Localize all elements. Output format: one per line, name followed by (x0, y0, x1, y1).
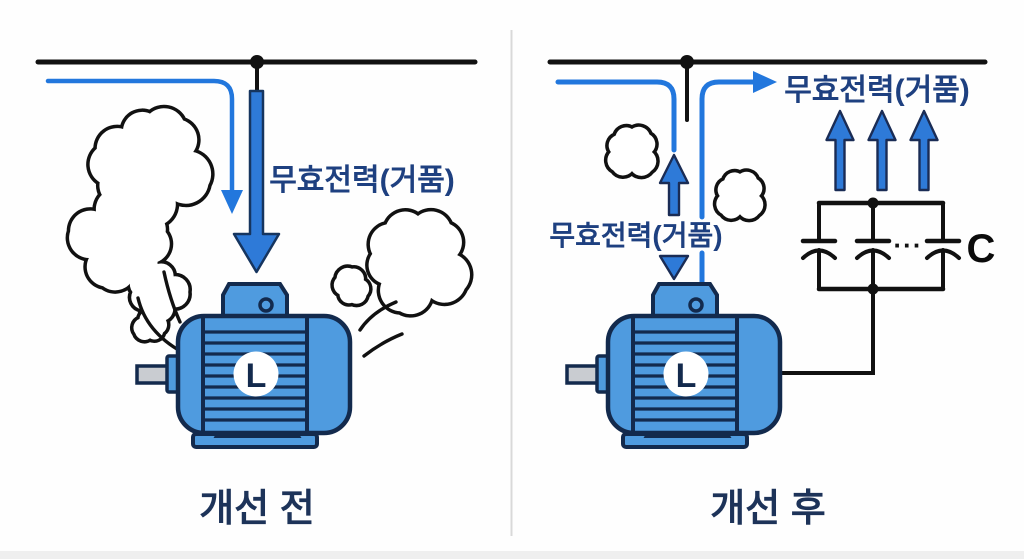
cloud-puff-fill (716, 171, 764, 219)
motor-return-line-upper (699, 79, 756, 220)
cloud-puff-fill (333, 267, 370, 304)
reactive-power-mid-label: 무효전력(거품) (549, 220, 722, 251)
bottom-edge-strip (0, 551, 1024, 559)
reactive-power-label: 무효전력(거품) (269, 164, 455, 197)
capacitor-ellipsis: ··· (894, 230, 923, 260)
reactive-power-down-arrow-icon (232, 89, 281, 274)
motor-nameplate-circle (663, 351, 709, 397)
grid-reactive-line (555, 79, 677, 153)
capacitor-to-motor-wire (780, 290, 875, 375)
reactive-up-arrow-icon (658, 153, 690, 217)
cloud-puff-fill (607, 126, 657, 176)
capacitor-letter: C (967, 227, 996, 271)
capacitor-bank: ··· C (800, 197, 996, 295)
up-arrow-icon (825, 109, 855, 192)
capacitor-top-node-dot (867, 197, 879, 209)
bus-node-dot (250, 55, 264, 69)
after-caption: 개선 후 (710, 488, 825, 530)
before-panel: 무효전력(거품) L 개선 전 (35, 55, 478, 530)
bubble-cloud-right (330, 207, 474, 318)
cloud-puff-fill (368, 211, 470, 315)
before-caption: 개선 전 (199, 488, 314, 530)
small-bubble-cloud-2 (712, 168, 767, 223)
after-panel: 무효전력(거품) 무효전력(거품) (547, 55, 996, 530)
down-arrowhead-icon (658, 254, 690, 281)
up-arrow-icon (909, 109, 939, 192)
capacitor-bottom-node-dot (867, 283, 879, 295)
capacitor-symbol (924, 201, 962, 291)
motor-nameplate-circle (233, 351, 279, 397)
capacitor-up-arrows (825, 109, 939, 192)
capacitor-symbol (854, 201, 892, 291)
panel-divider (510, 30, 513, 536)
steam-lines (136, 270, 404, 358)
thin-down-arrowhead-icon (221, 190, 243, 214)
motor-letter: L (676, 357, 697, 395)
reactive-flow-thin-line (45, 78, 235, 193)
capacitor-symbol (800, 201, 838, 291)
small-bubble-cloud-1 (603, 123, 660, 180)
up-arrow-icon (867, 109, 897, 192)
right-arrowhead-icon (753, 71, 777, 93)
bus-node-dot (680, 55, 694, 69)
reactive-power-top-label: 무효전력(거품) (784, 74, 970, 107)
motor-letter: L (246, 357, 267, 395)
